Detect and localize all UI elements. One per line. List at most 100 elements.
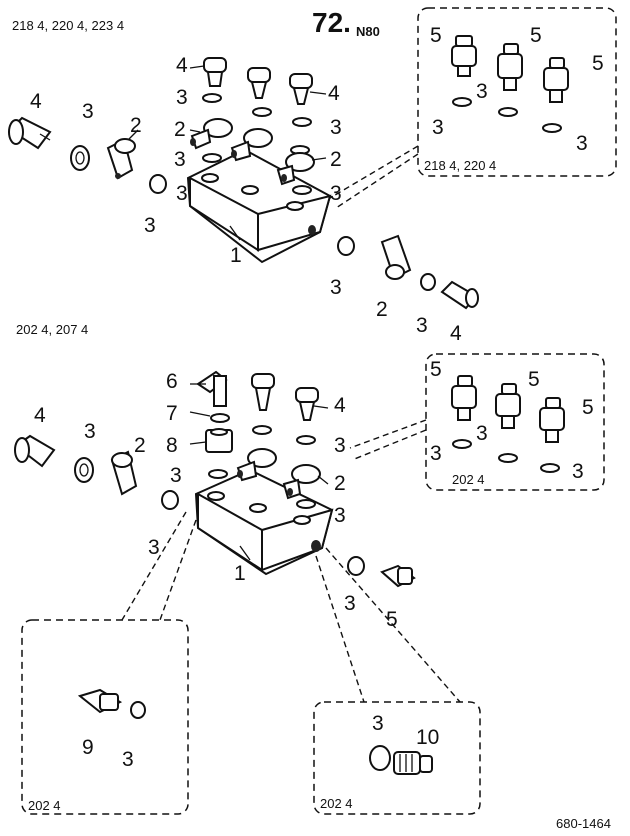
banjo-bolt-top-left	[8, 116, 52, 150]
union-fitting-inset-top-2	[497, 43, 523, 91]
callout-4: 4	[328, 82, 340, 105]
banjo-bolt-top-right	[440, 280, 479, 310]
washer-bottom-d	[296, 499, 316, 509]
inset-mid-right-label: 202 4	[452, 472, 485, 487]
callout-4: 4	[334, 394, 346, 417]
washer-inset-mid-3	[540, 463, 560, 473]
callout-2: 2	[334, 472, 346, 495]
washer-bottom-a	[252, 425, 272, 435]
washer-top-d	[202, 153, 222, 163]
callout-3: 3	[576, 132, 588, 155]
seal-ring-inset-bl	[130, 701, 146, 719]
washer-inset-mid-2	[498, 453, 518, 463]
plug-screw-inset-10	[393, 751, 433, 775]
callout-3: 3	[334, 504, 346, 527]
bottom-distributor-block	[194, 468, 334, 576]
banjo-fitting-bottom-1	[236, 448, 277, 482]
banjo-fitting-top-left	[106, 138, 136, 180]
reference-code: 680-1464	[556, 816, 611, 831]
seal-ring-bottom-right	[347, 556, 365, 576]
banjo-fitting-top-3	[276, 152, 315, 186]
banjo-fitting-top-right	[380, 234, 412, 280]
inset-box-bottom-left	[21, 619, 189, 815]
callout-1: 1	[234, 562, 246, 585]
banjo-fitting-bottom-2	[282, 464, 321, 500]
washer-inset-top-3	[542, 123, 562, 133]
page-number: 72.	[312, 7, 351, 38]
inset-leader-bl-b	[159, 519, 197, 621]
callout-3: 3	[344, 592, 356, 615]
seal-ring-inset-br	[369, 745, 391, 771]
washer-top-a	[202, 93, 222, 103]
callout-3: 3	[176, 182, 188, 205]
callout-3: 3	[144, 214, 156, 237]
bolt-top-1	[203, 57, 227, 87]
plug-fitting-inset-9	[77, 688, 123, 714]
callout-3: 3	[148, 536, 160, 559]
union-fitting-inset-mid-1	[451, 375, 477, 421]
washer-bottom-b	[296, 435, 316, 445]
union-fitting-bottom-right	[380, 564, 416, 588]
inset-box-mid-right	[425, 353, 605, 491]
callout-5: 5	[430, 24, 442, 47]
callout-5: 5	[430, 358, 442, 381]
union-fitting-inset-top-1	[451, 35, 477, 77]
callout-3: 3	[476, 422, 488, 445]
callout-6: 6	[166, 370, 178, 393]
bolt-bottom-2	[295, 387, 319, 421]
callout-4: 4	[450, 322, 462, 345]
callout-4: 4	[34, 404, 46, 427]
callout-9: 9	[82, 736, 94, 759]
callout-3: 3	[430, 442, 442, 465]
page-number-suffix: N80	[356, 24, 380, 39]
callout-3: 3	[572, 460, 584, 483]
callout-2: 2	[330, 148, 342, 171]
bolt-top-2	[247, 67, 271, 99]
banjo-fitting-top-1	[190, 118, 233, 150]
seal-ring-top-left	[70, 145, 90, 171]
callout-3: 3	[476, 80, 488, 103]
inset-bottom-left-label: 202 4	[28, 798, 61, 813]
callout-5: 5	[530, 24, 542, 47]
bottom-model-heading: 202 4, 207 4	[16, 322, 88, 337]
inset-leader-top-a	[329, 145, 419, 199]
callout-2: 2	[134, 434, 146, 457]
callout-3: 3	[82, 100, 94, 123]
inset-bottom-right-label: 202 4	[320, 796, 353, 811]
callout-5: 5	[386, 608, 398, 631]
inset-top-right-label: 218 4, 220 4	[424, 158, 496, 173]
callout-5: 5	[528, 368, 540, 391]
washer-inset-mid-1	[452, 439, 472, 449]
callout-3: 3	[330, 182, 342, 205]
callout-2: 2	[130, 114, 142, 137]
callout-4: 4	[176, 54, 188, 77]
union-fitting-inset-top-3	[543, 57, 569, 103]
inset-leader-mid-b	[351, 429, 427, 461]
seal-ring-top-right-2	[420, 273, 436, 291]
callout-3: 3	[432, 116, 444, 139]
callout-3: 3	[372, 712, 384, 735]
washer-bottom-7	[210, 413, 230, 423]
washer-top-c	[292, 117, 312, 127]
washer-top-f	[292, 185, 312, 195]
inset-leader-bl-a	[121, 511, 187, 621]
callout-5: 5	[592, 52, 604, 75]
bleeder-screw	[196, 370, 228, 407]
callout-2: 2	[174, 118, 186, 141]
washer-top-b	[252, 107, 272, 117]
callout-5: 5	[582, 396, 594, 419]
seal-ring-bottom-left-2	[161, 490, 179, 510]
washer-inset-top-2	[498, 107, 518, 117]
inset-box-top-right	[417, 7, 617, 177]
washer-inset-top-1	[452, 97, 472, 107]
union-fitting-inset-mid-2	[495, 383, 521, 429]
seal-ring-bottom-left	[74, 457, 94, 483]
union-fitting-inset-mid-3	[539, 397, 565, 443]
callout-3: 3	[84, 420, 96, 443]
callout-3: 3	[170, 464, 182, 487]
callout-4: 4	[30, 90, 42, 113]
callout-3: 3	[122, 748, 134, 771]
bolt-top-3	[289, 73, 313, 105]
